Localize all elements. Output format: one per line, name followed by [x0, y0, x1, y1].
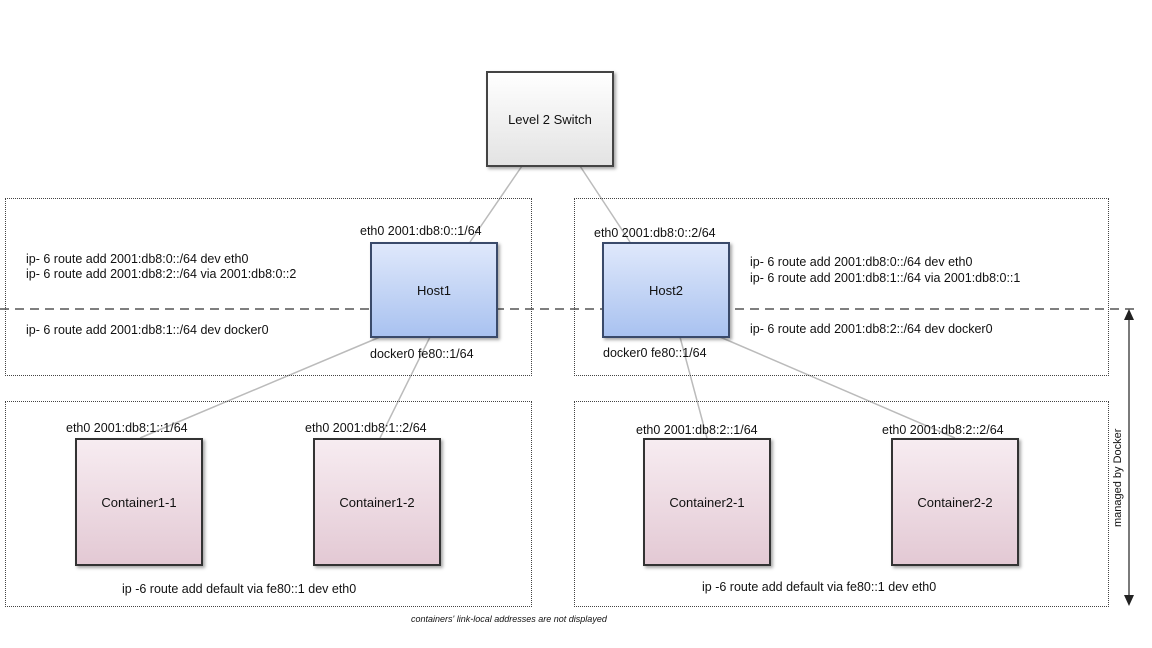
container2-1-node[interactable]: Container2-1	[643, 438, 771, 566]
host2-route-1: ip- 6 route add 2001:db8:0::/64 dev eth0	[750, 255, 973, 269]
host1-eth0-label: eth0 2001:db8:0::1/64	[360, 224, 482, 238]
container1-2-eth0-label: eth0 2001:db8:1::2/64	[305, 421, 427, 435]
host2-node[interactable]: Host2	[602, 242, 730, 338]
footnote: containers' link-local addresses are not…	[411, 614, 607, 624]
arrow-down-icon	[1124, 595, 1134, 606]
host1-node[interactable]: Host1	[370, 242, 498, 338]
container1-2-node[interactable]: Container1-2	[313, 438, 441, 566]
container2-2-node[interactable]: Container2-2	[891, 438, 1019, 566]
host2-docker0-label: docker0 fe80::1/64	[603, 346, 707, 360]
container2-1-eth0-label: eth0 2001:db8:2::1/64	[636, 423, 758, 437]
host1-group	[5, 198, 532, 376]
host1-route-3: ip- 6 route add 2001:db8:1::/64 dev dock…	[26, 323, 269, 337]
host1-route-1: ip- 6 route add 2001:db8:0::/64 dev eth0	[26, 252, 249, 266]
host2-route-2: ip- 6 route add 2001:db8:1::/64 via 2001…	[750, 271, 1021, 285]
container1-1-node[interactable]: Container1-1	[75, 438, 203, 566]
container2-2-eth0-label: eth0 2001:db8:2::2/64	[882, 423, 1004, 437]
host1-route-2: ip- 6 route add 2001:db8:2::/64 via 2001…	[26, 267, 297, 281]
containers1-default-route: ip -6 route add default via fe80::1 dev …	[122, 582, 357, 596]
managed-by-docker-label: managed by Docker	[1112, 428, 1124, 527]
container1-1-eth0-label: eth0 2001:db8:1::1/64	[66, 421, 188, 435]
level2-switch-node[interactable]: Level 2 Switch	[486, 71, 614, 167]
host2-route-3: ip- 6 route add 2001:db8:2::/64 dev dock…	[750, 322, 993, 336]
containers2-default-route: ip -6 route add default via fe80::1 dev …	[702, 580, 937, 594]
host1-docker0-label: docker0 fe80::1/64	[370, 347, 474, 361]
arrow-up-icon	[1124, 309, 1134, 320]
host2-group	[574, 198, 1109, 376]
host2-eth0-label: eth0 2001:db8:0::2/64	[594, 226, 716, 240]
containers1-group	[5, 401, 532, 607]
containers2-group	[574, 401, 1109, 607]
